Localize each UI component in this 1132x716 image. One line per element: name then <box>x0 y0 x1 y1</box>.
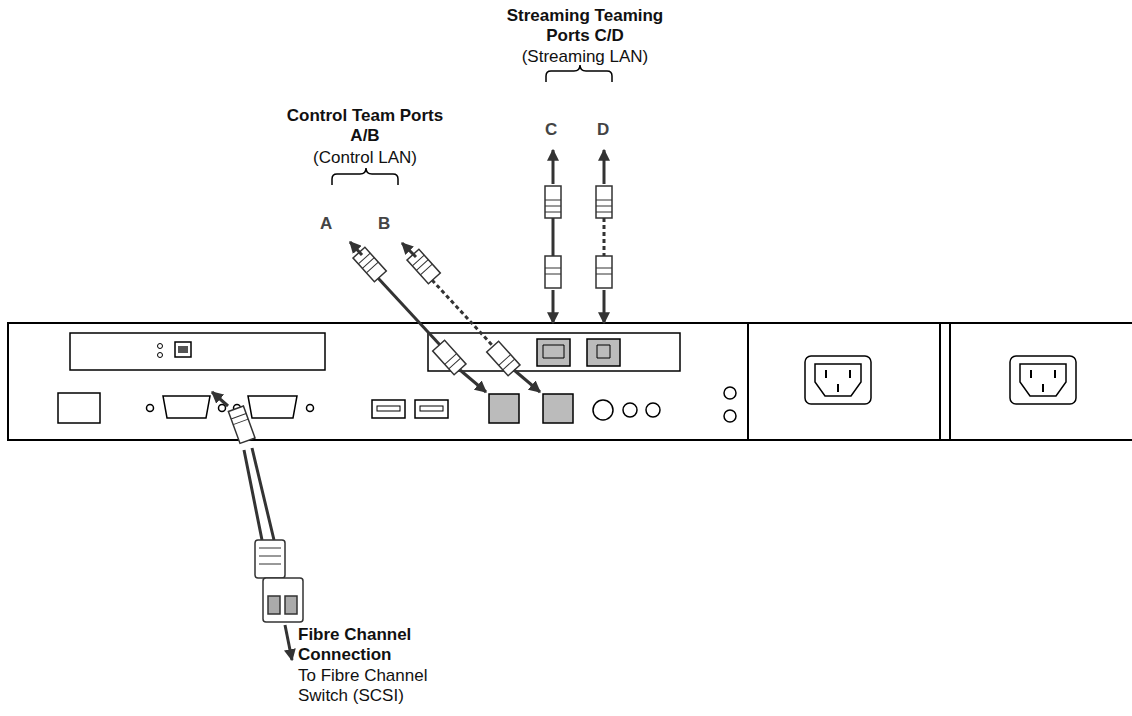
callout-label: (Control LAN) <box>290 148 440 168</box>
callout-label: Fibre Channel Connection <box>298 625 458 665</box>
port-letter: B <box>378 214 398 234</box>
callout-label: (Streaming LAN) <box>490 47 680 67</box>
callout-label: Control Team Ports A/B <box>285 106 445 146</box>
port-letter: C <box>545 120 565 140</box>
port-letter: A <box>320 214 340 234</box>
port-letter: D <box>597 120 617 140</box>
callout-label: To Fibre Channel Switch (SCSI) <box>298 666 468 706</box>
callout-label: Streaming Teaming Ports C/D <box>500 6 670 46</box>
